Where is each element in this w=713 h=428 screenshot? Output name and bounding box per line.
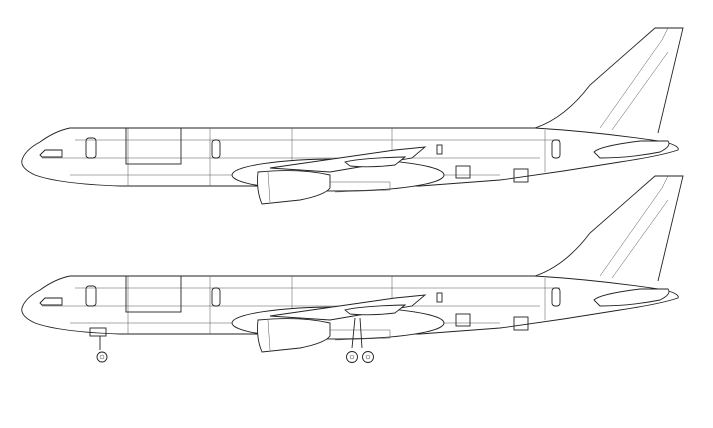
aircraft-side-view-gear-down (21, 175, 684, 353)
aircraft-side-view-gear-up (21, 27, 684, 205)
